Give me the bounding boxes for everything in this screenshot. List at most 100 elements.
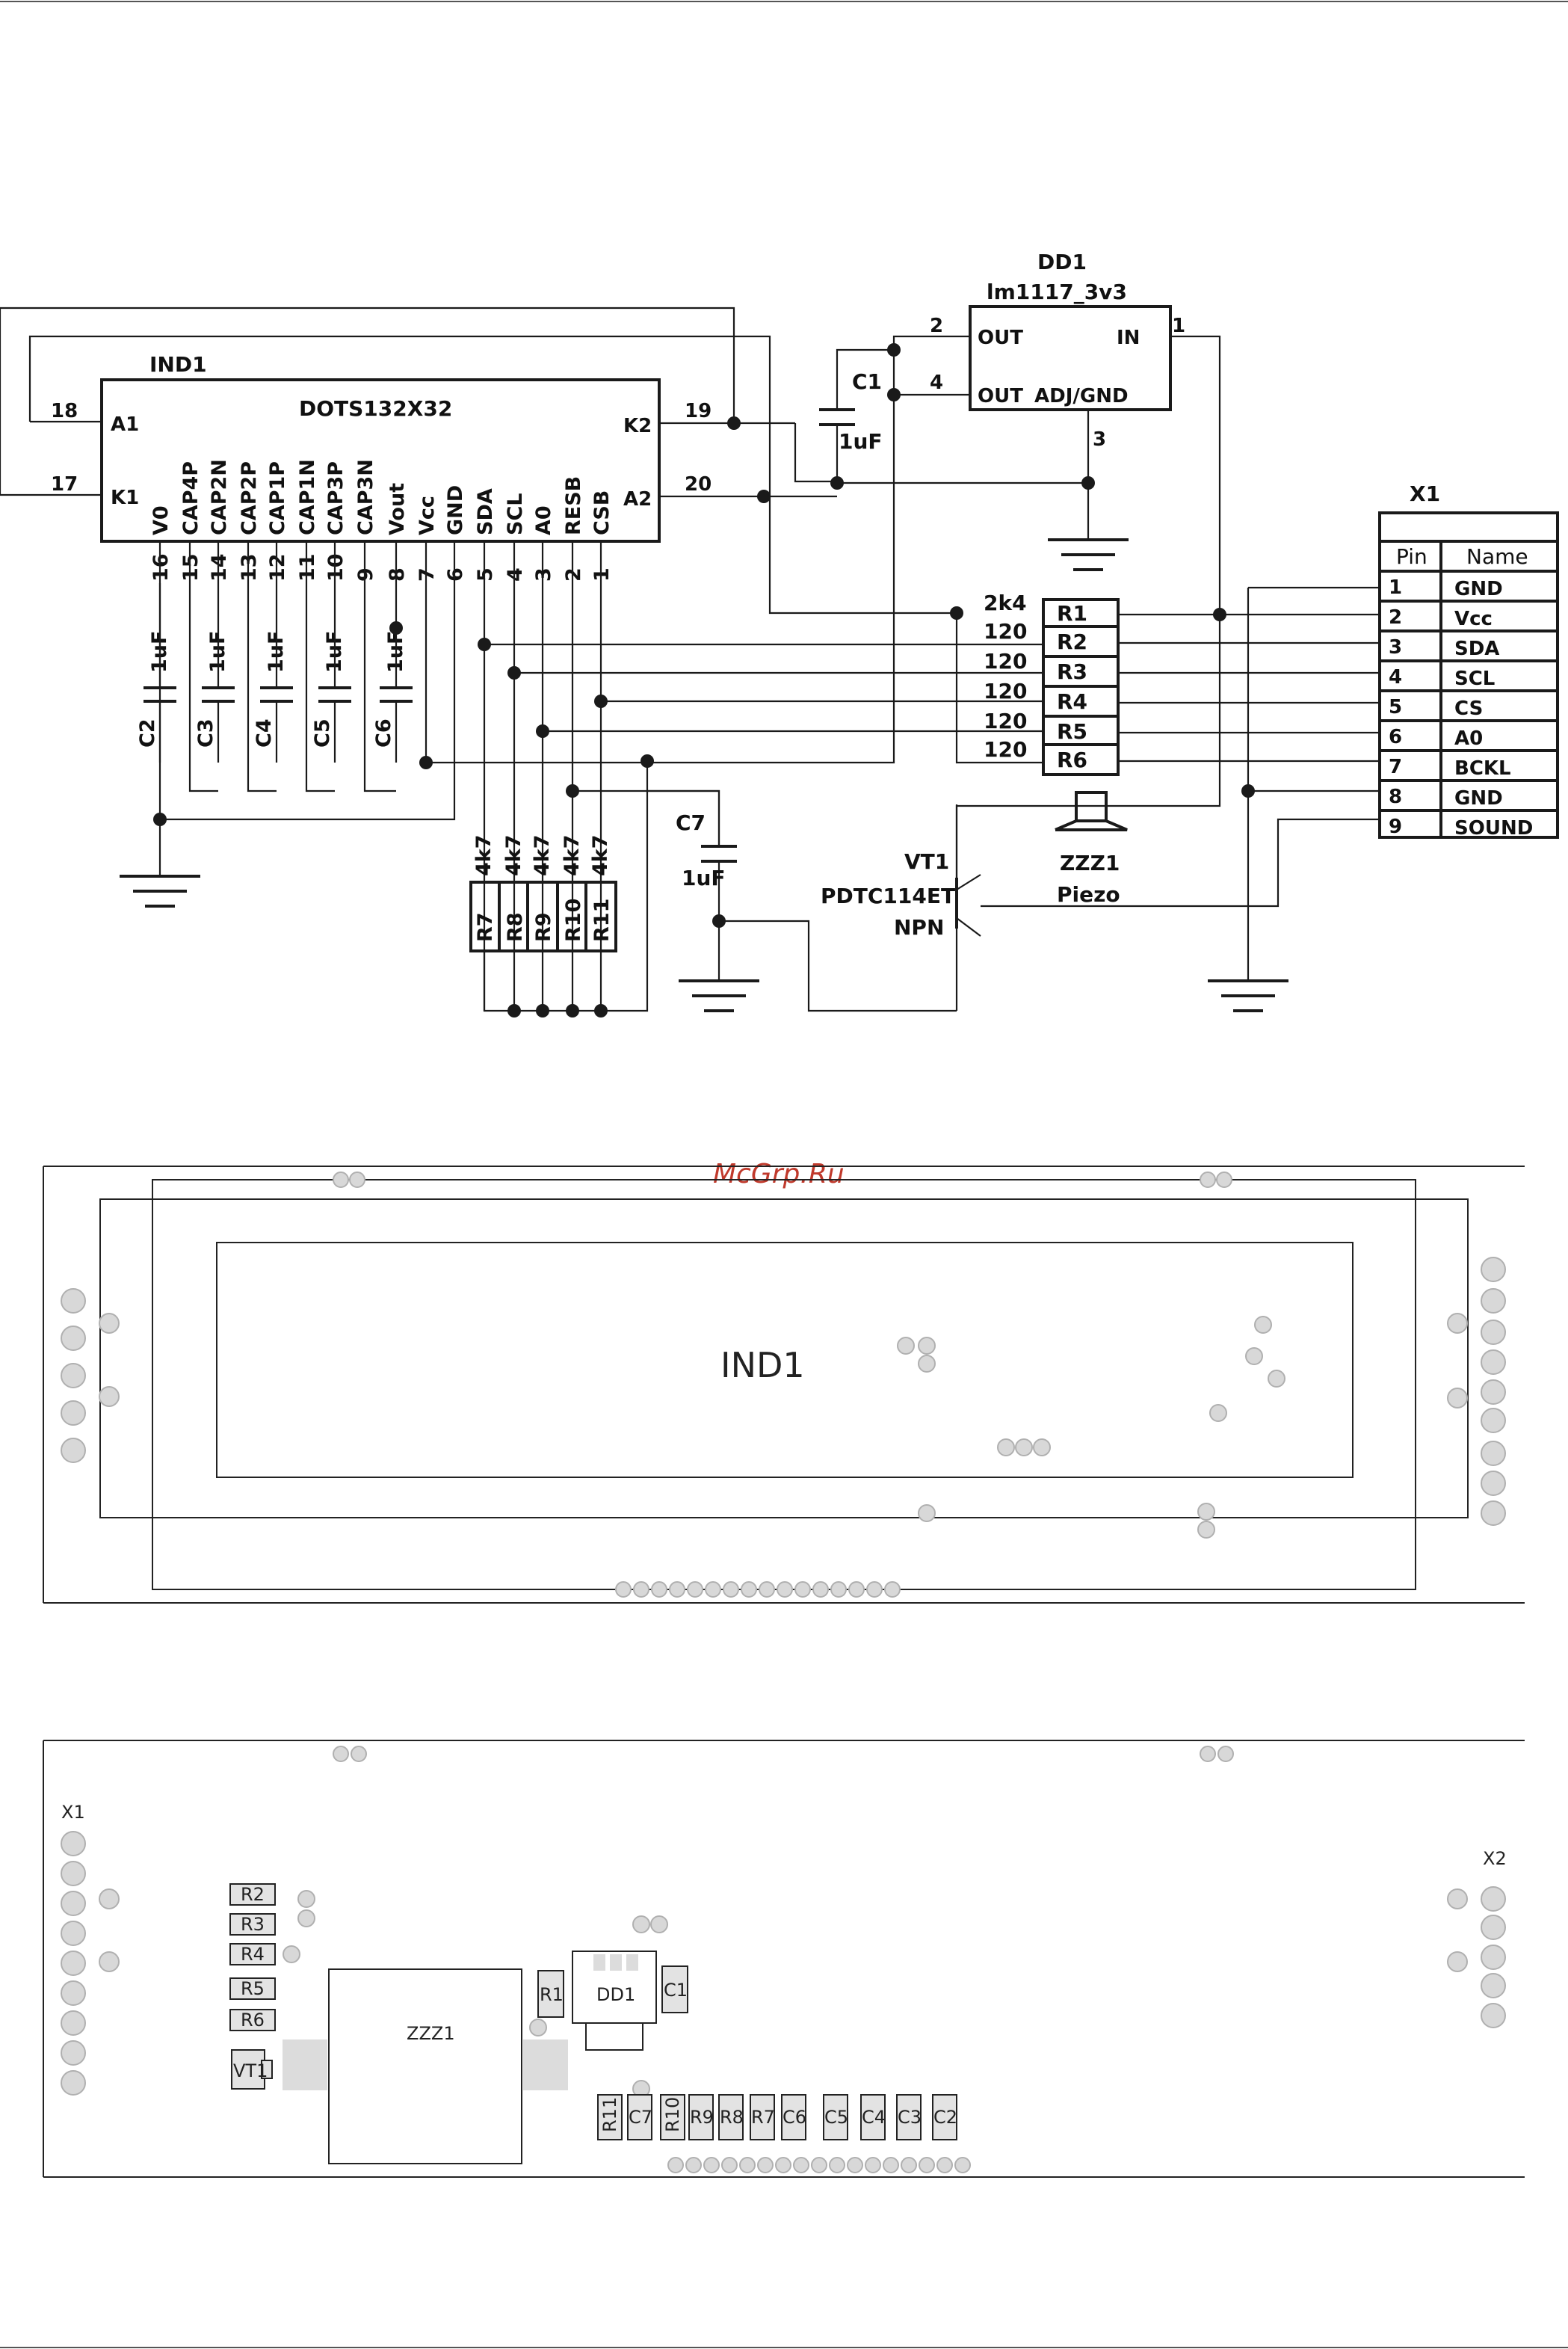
- junction: [389, 621, 403, 635]
- pcb-pad: [723, 1581, 739, 1598]
- ind1-pin-name: Vout: [386, 483, 409, 535]
- zzz1-pad: [523, 2039, 568, 2090]
- ind1-pin-name: GND: [444, 485, 467, 535]
- cap-ref: C2: [136, 718, 159, 748]
- x1-name: BCKL: [1454, 757, 1511, 780]
- ind1-pin-name: V0: [149, 505, 173, 535]
- pcb-pad: [848, 1581, 865, 1598]
- cap-wire: [305, 583, 335, 792]
- vt1-tab: [261, 2060, 273, 2079]
- pcb-part-label: R7: [751, 2107, 775, 2128]
- pcb-pad: [632, 1915, 650, 1933]
- junction: [566, 1004, 579, 1018]
- pcb-pad: [705, 1581, 721, 1598]
- pcb-r1-label: R1: [540, 1984, 564, 2005]
- pcb-pad: [812, 1581, 829, 1598]
- pullup-value: 4k7: [589, 834, 612, 876]
- pcb-pad: [883, 2157, 899, 2173]
- ind1-pin-name: CSB: [590, 490, 614, 535]
- pin19-num: 19: [685, 400, 712, 422]
- r-ref: R1: [1057, 601, 1087, 626]
- pcb-pad: [1197, 1503, 1215, 1521]
- pcb-pad: [1481, 1945, 1506, 1970]
- x1-ref: X1: [1410, 481, 1440, 506]
- x1-name: GND: [1454, 578, 1503, 600]
- pcb-pad: [703, 2157, 720, 2173]
- vt1-footprint: [231, 2049, 265, 2090]
- c1-wire-top: [836, 348, 894, 410]
- pcb-resistor: [229, 1943, 276, 1965]
- vt1-type: NPN: [894, 915, 944, 940]
- pcb-pad: [61, 1831, 86, 1856]
- pcb-pad: [1481, 1886, 1506, 1912]
- pcb-top: IND1: [43, 1166, 1525, 1604]
- junction: [757, 490, 771, 503]
- pcb-part: [896, 2094, 922, 2140]
- pullup-ref: R8: [504, 912, 527, 942]
- pin-a1-name: A1: [111, 413, 139, 436]
- dd1-pin4: 4: [930, 372, 943, 394]
- ind1-pin-num: 1: [590, 567, 614, 582]
- junction: [641, 754, 654, 768]
- dd1-out-bottom: OUT: [978, 385, 1023, 407]
- x1-pin: 9: [1389, 816, 1402, 838]
- pcb-resistor: [229, 1913, 276, 1936]
- cap-ref: C6: [372, 718, 395, 748]
- dd1-adj: ADJ/GND: [1034, 385, 1129, 407]
- pcb-pad: [297, 1909, 315, 1927]
- x1-name: SOUND: [1454, 817, 1533, 840]
- cap-wire: [247, 583, 277, 792]
- ind1-pin-num: 16: [149, 553, 173, 582]
- pcb-zzz1-label: ZZZ1: [407, 2023, 455, 2044]
- ind1-pin-num: 11: [296, 553, 319, 582]
- pcb-pad: [61, 1326, 86, 1351]
- x1-pin: 7: [1389, 756, 1402, 778]
- pcb-bottom-pads: [61, 1746, 1506, 2173]
- pullup-ref: R9: [532, 912, 555, 942]
- pcb-pad: [1481, 1915, 1506, 1940]
- ind1-pin-name: RESB: [562, 476, 585, 535]
- ind1-pin-name: SCL: [504, 493, 527, 535]
- pcb-pad: [1200, 1746, 1216, 1762]
- ind1-frame: [99, 1198, 1469, 1518]
- c7-ref: C7: [676, 810, 706, 835]
- pcb-pad: [829, 2157, 845, 2173]
- pullup-value: 4k7: [531, 834, 554, 876]
- pcb-pad: [777, 1581, 793, 1598]
- pullup-value: 4k7: [502, 834, 525, 876]
- pcb-pad: [615, 1581, 632, 1598]
- c1-ref: C1: [852, 369, 882, 394]
- pcb-pad: [99, 1888, 120, 1909]
- junction: [950, 606, 963, 620]
- r-value: 120: [984, 679, 1027, 704]
- pcb-pad: [1481, 1257, 1506, 1282]
- ind1-part: DOTS132X32: [299, 396, 452, 421]
- schematic: IND1 DOTS132X32 18 A1 17 K1 19 K2 20 A2 …: [0, 250, 1559, 1018]
- ind1-pin-num: 5: [474, 567, 497, 582]
- pcb-pad: [1217, 1746, 1234, 1762]
- ind1-pin-num: 6: [444, 567, 467, 582]
- pcb-pad: [1216, 1172, 1232, 1188]
- pcb-pad: [1268, 1370, 1285, 1388]
- pcb-pad: [811, 2157, 827, 2173]
- pcb-pad: [61, 1980, 86, 2006]
- ind1-bottom-pin-names: V016CAP4P15CAP2N14CAP2P13CAP1P12CAP1N11C…: [149, 459, 614, 583]
- r-value: 120: [984, 737, 1027, 762]
- pcb-pad: [1209, 1404, 1227, 1422]
- pcb-resistor: [229, 2009, 276, 2031]
- junction: [478, 638, 491, 651]
- cap-wire: [363, 583, 396, 792]
- x1-pin: 6: [1389, 726, 1402, 748]
- x1-name: CS: [1454, 698, 1483, 720]
- pcb-pad: [757, 2157, 774, 2173]
- pcb-part-label: R11: [599, 2097, 620, 2132]
- ind1-pin-name: CAP1N: [296, 459, 319, 535]
- ind1-pin-num: 14: [208, 553, 231, 582]
- pin17-num: 17: [51, 473, 78, 496]
- cap-ref: C4: [253, 718, 276, 748]
- ind1-pin-num: 4: [504, 567, 527, 582]
- pcb-ind1-label: IND1: [720, 1345, 805, 1385]
- r1-footprint: [537, 1970, 564, 2018]
- cap-wire: [188, 583, 218, 792]
